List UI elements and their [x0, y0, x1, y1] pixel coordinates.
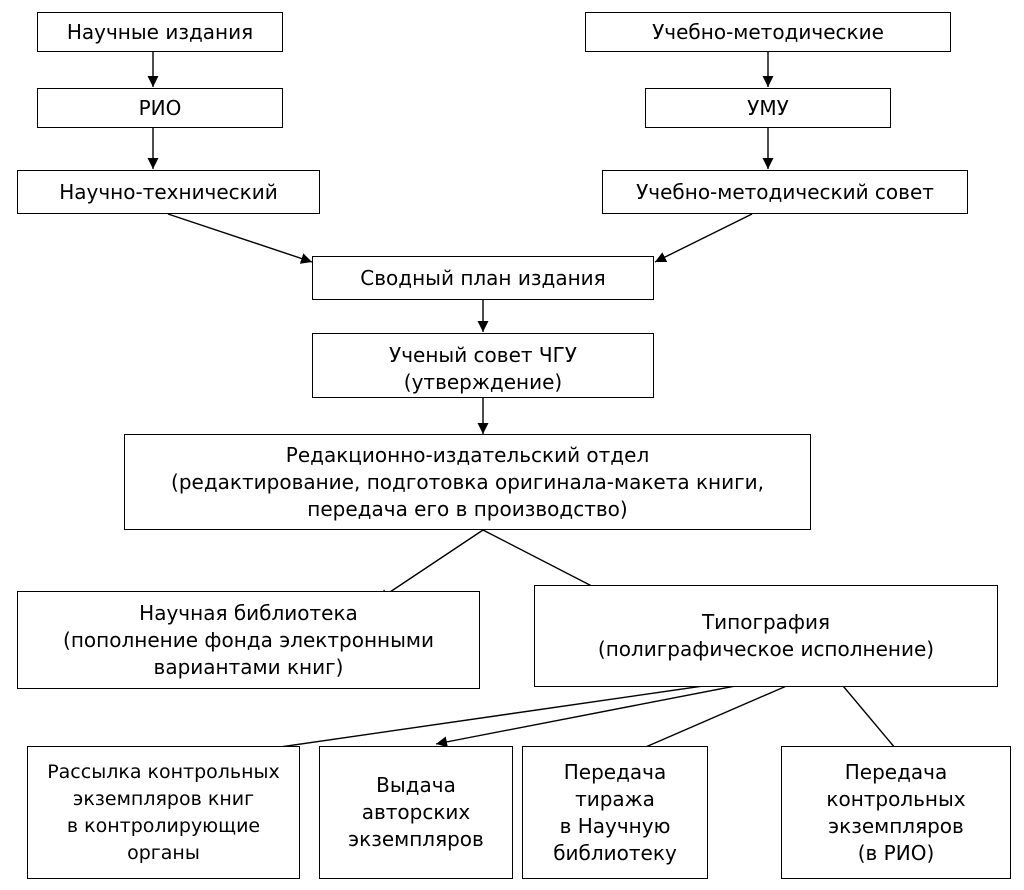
node-printing-house: Типография (полиграфическое исполнение) [534, 585, 998, 687]
node-text: (пополнение фонда электронными [63, 627, 434, 652]
node-control-copies-to-rio: Передача контрольных экземпляров (в РИО) [781, 746, 1011, 879]
node-text: Научная библиотека [139, 600, 358, 625]
node-text: Научные издания [66, 19, 254, 44]
node-umu: УМУ [645, 88, 891, 128]
node-text: органы [127, 841, 200, 864]
node-scientific-technical: Научно-технический [17, 170, 320, 214]
node-mailing-control-copies: Рассылка контрольных экземпляров книг в … [27, 746, 300, 879]
node-text: Учебно-методический совет [636, 179, 934, 204]
node-text: Рассылка контрольных [47, 760, 280, 783]
node-text: Учебно-методические [652, 19, 884, 44]
arrow-edu-council-to-summary-plan [654, 213, 753, 263]
node-text: Ученый совет ЧГУ [389, 343, 577, 367]
node-text: в Научную [559, 813, 671, 838]
node-text: (полиграфическое исполнение) [597, 637, 935, 661]
node-text: библиотеку [553, 840, 677, 865]
node-text: РИО [138, 95, 182, 120]
node-scientific-publications: Научные издания [37, 12, 283, 52]
node-text: тиража [575, 786, 655, 811]
node-summary-publication-plan: Сводный план издания [312, 256, 654, 300]
node-circulation-to-library: Передача тиража в Научную библиотеку [522, 746, 708, 879]
node-text: экземпляров книг [72, 787, 255, 810]
node-text: экземпляров [348, 827, 484, 851]
node-text: Сводный план издания [360, 265, 606, 290]
node-text: (в РИО) [857, 840, 935, 865]
node-author-copies: Выдача авторских экземпляров [319, 746, 513, 879]
node-educational-methodical: Учебно-методические [585, 12, 951, 52]
node-text: передача его в производство) [307, 496, 628, 521]
node-educational-council: Учебно-методический совет [602, 170, 968, 214]
node-text: Передача [563, 759, 667, 784]
node-text: (утверждение) [403, 370, 563, 394]
node-text: вариантами книг) [153, 654, 344, 679]
node-text: авторских [361, 800, 471, 824]
node-scientific-library: Научная библиотека (пополнение фонда эле… [17, 591, 480, 689]
node-editorial-publishing-department: Редакционно-издательский отдел (редактир… [124, 434, 811, 530]
node-text: в контролирующие [66, 814, 261, 837]
node-text: УМУ [747, 95, 789, 120]
node-text: Выдача [376, 773, 456, 797]
arrow-sci-tech-to-summary-plan [167, 213, 313, 264]
node-text: (редактирование, подготовка оригинала-ма… [171, 469, 764, 494]
arrow-editorial-to-library [377, 529, 484, 601]
node-text: Научно-технический [59, 179, 278, 204]
node-text: контрольных [826, 786, 966, 811]
node-rio: РИО [37, 88, 283, 128]
node-text: Редакционно-издательский отдел [285, 442, 650, 467]
node-text: Передача [844, 759, 948, 784]
node-text: Типография [701, 610, 831, 634]
node-text: экземпляров [828, 813, 964, 838]
node-academic-council: Ученый совет ЧГУ (утверждение) [312, 333, 654, 398]
